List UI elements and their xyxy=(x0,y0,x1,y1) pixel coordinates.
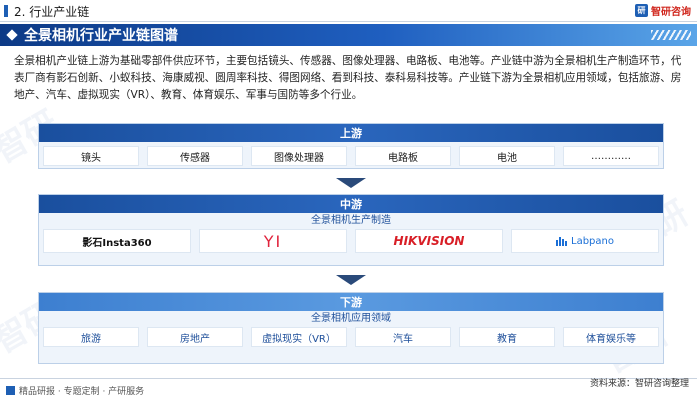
midstream-logos: 影石Insta360 YI HIKVISION Labpano xyxy=(39,229,663,253)
insta360-logo: 影石Insta360 xyxy=(43,229,191,253)
upstream-panel: 上游 镜头 传感器 图像处理器 电路板 电池 ………… xyxy=(38,123,664,169)
upstream-item: 图像处理器 xyxy=(251,146,347,166)
brand: 研 智研咨询 xyxy=(635,3,691,18)
top-bar: 2. 行业产业链 xyxy=(0,0,697,22)
downstream-header: 下游 xyxy=(39,293,663,311)
diamond-icon xyxy=(6,29,18,41)
midstream-panel: 中游 全景相机生产制造 影石Insta360 YI HIKVISION Labp… xyxy=(38,194,664,266)
downstream-panel: 下游 全景相机应用领域 旅游 房地产 虚拟现实（VR） 汽车 教育 体育娱乐等 xyxy=(38,292,664,364)
upstream-row: 镜头 传感器 图像处理器 电路板 电池 ………… xyxy=(39,142,663,166)
upstream-item: 镜头 xyxy=(43,146,139,166)
upstream-item: 传感器 xyxy=(147,146,243,166)
upstream-header: 上游 xyxy=(39,124,663,142)
insta360-logo-text: 影石Insta360 xyxy=(82,237,152,249)
zhiyan-logo-icon: 研 xyxy=(635,4,648,17)
footer-marker-icon xyxy=(6,386,15,395)
downstream-item: 体育娱乐等 xyxy=(563,327,659,347)
downstream-item: 虚拟现实（VR） xyxy=(251,327,347,347)
title-bar: 全景相机行业产业链图谱 xyxy=(0,24,697,46)
downstream-item: 汽车 xyxy=(355,327,451,347)
labpano-logo-text: Labpano xyxy=(571,235,614,247)
intro-paragraph: 全景相机产业链上游为基础零部件供应环节，主要包括镜头、传感器、图像处理器、电路板… xyxy=(14,55,682,101)
hikvision-logo-text: HIKVISION xyxy=(393,234,465,248)
section-title: 2. 行业产业链 xyxy=(14,4,90,19)
footer-slogan-text: 精品研报 · 专题定制 · 产研服务 xyxy=(19,387,145,397)
page-title: 全景相机行业产业链图谱 xyxy=(24,28,178,44)
divider xyxy=(0,21,697,22)
source-note: 资料来源：智研咨询整理 xyxy=(589,379,689,389)
section-marker xyxy=(4,5,8,17)
yi-logo-text: YI xyxy=(263,231,283,251)
labpano-logo: Labpano xyxy=(511,229,659,253)
down-arrow-icon xyxy=(336,275,366,285)
upstream-item: ………… xyxy=(563,146,659,166)
upstream-item: 电池 xyxy=(459,146,555,166)
stripe-decoration xyxy=(651,30,691,40)
upstream-item: 电路板 xyxy=(355,146,451,166)
brand-name: 智研咨询 xyxy=(651,7,691,18)
hikvision-logo: HIKVISION xyxy=(355,229,503,253)
footer-slogan: 精品研报 · 专题定制 · 产研服务 xyxy=(6,384,144,397)
footer-divider xyxy=(0,378,697,379)
midstream-header: 中游 xyxy=(39,195,663,213)
yi-logo: YI xyxy=(199,229,347,253)
midstream-subtitle: 全景相机生产制造 xyxy=(311,215,391,226)
downstream-item: 教育 xyxy=(459,327,555,347)
downstream-row: 旅游 房地产 虚拟现实（VR） 汽车 教育 体育娱乐等 xyxy=(39,327,663,347)
labpano-icon xyxy=(556,237,567,246)
down-arrow-icon xyxy=(336,178,366,188)
downstream-item: 旅游 xyxy=(43,327,139,347)
downstream-item: 房地产 xyxy=(147,327,243,347)
downstream-subtitle: 全景相机应用领域 xyxy=(311,313,391,324)
